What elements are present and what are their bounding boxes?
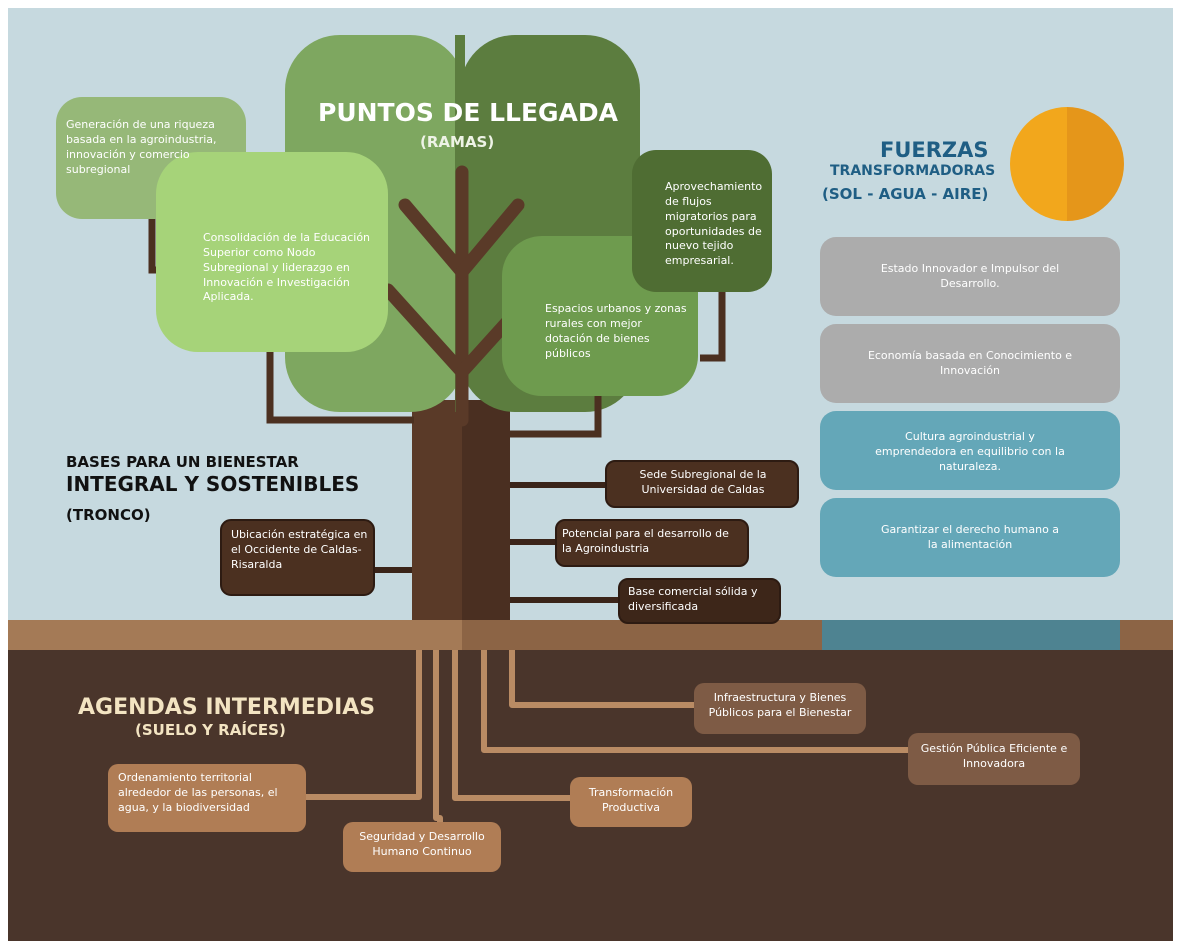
box-base-shape bbox=[618, 578, 781, 624]
box-infraestructura-shape bbox=[694, 683, 866, 734]
bubble-generacion-text: Generación de una riqueza basada en la a… bbox=[66, 118, 217, 176]
box-seguridad-shape bbox=[343, 822, 501, 872]
trunk-right bbox=[462, 400, 510, 620]
box-transformacion-text: Transformación Productiva bbox=[588, 786, 674, 814]
bubble-consolidacion-shape bbox=[156, 152, 388, 352]
card-cultura-shape bbox=[820, 411, 1120, 490]
roots bbox=[298, 650, 910, 828]
trunk-left bbox=[412, 400, 462, 620]
trunk-title-line2: INTEGRAL Y SOSTENIBLES bbox=[66, 472, 360, 496]
water-band bbox=[822, 620, 1120, 650]
ground-band-right bbox=[1120, 620, 1173, 650]
card-garantizar-shape bbox=[820, 498, 1120, 577]
trunk-connectors bbox=[372, 482, 622, 603]
box-sede-text: Sede Subregional de la Universidad de Ca… bbox=[639, 468, 767, 496]
box-transformacion-shape bbox=[570, 777, 692, 827]
box-base-text: Base comercial sólida y diversificada bbox=[628, 585, 758, 613]
card-estado-shape bbox=[820, 237, 1120, 316]
box-potencial-text: Potencial para el desarrollo de la Agroi… bbox=[562, 527, 729, 555]
bubble-aprovechamiento-text: Aprovechamiento de flujos migratorios pa… bbox=[665, 180, 763, 268]
canopy-title: PUNTOS DE LLEGADA bbox=[318, 98, 618, 127]
forces-title: FUERZAS bbox=[880, 138, 989, 162]
bubble-espacios-text: Espacios urbanos y zonas rurales con mej… bbox=[545, 302, 687, 360]
box-infraestructura-text: Infraestructura y Bienes Públicos para e… bbox=[708, 691, 852, 719]
box-ordenamiento-shape bbox=[108, 764, 306, 832]
roots-title: AGENDAS INTERMEDIAS bbox=[78, 695, 376, 720]
card-estado-text: Estado Innovador e Impulsor del Desarrol… bbox=[880, 262, 1060, 290]
ground-band bbox=[8, 620, 462, 650]
card-economia-text: Economía basada en Conocimiento e Innova… bbox=[867, 349, 1073, 377]
box-seguridad-text: Seguridad y Desarrollo Humano Continuo bbox=[359, 830, 485, 858]
card-cultura-text: Cultura agroindustrial y emprendedora en… bbox=[875, 430, 1065, 473]
sun-icon bbox=[1010, 107, 1124, 221]
card-economia-shape bbox=[820, 324, 1120, 403]
forces-elements: (SOL - AGUA - AIRE) bbox=[822, 185, 989, 203]
box-ubicacion-text: Ubicación estratégica en el Occidente de… bbox=[231, 528, 368, 571]
bubble-aprovechamiento-shape bbox=[632, 150, 772, 292]
box-ordenamiento-text: Ordenamiento territorial alrededor de la… bbox=[118, 771, 278, 814]
box-ubicacion-shape bbox=[220, 519, 375, 596]
canopy-subtitle: (RAMAS) bbox=[420, 133, 495, 151]
trunk-title-line1: BASES PARA UN BIENESTAR bbox=[66, 453, 299, 471]
card-garantizar-text: Garantizar el derecho humano a la alimen… bbox=[880, 523, 1060, 551]
ground-band-shade bbox=[462, 620, 822, 650]
trunk-title-line3: (TRONCO) bbox=[66, 506, 151, 524]
box-sede-shape bbox=[605, 460, 799, 508]
bubble-consolidacion-text: Consolidación de la Educación Superior c… bbox=[203, 231, 371, 304]
box-gestion-text: Gestión Pública Eficiente e Innovadora bbox=[920, 742, 1068, 770]
box-potencial-shape bbox=[555, 519, 749, 567]
roots-subtitle: (SUELO Y RAÍCES) bbox=[135, 721, 286, 739]
box-gestion-shape bbox=[908, 733, 1080, 785]
forces-subtitle: TRANSFORMADORAS bbox=[830, 163, 996, 179]
